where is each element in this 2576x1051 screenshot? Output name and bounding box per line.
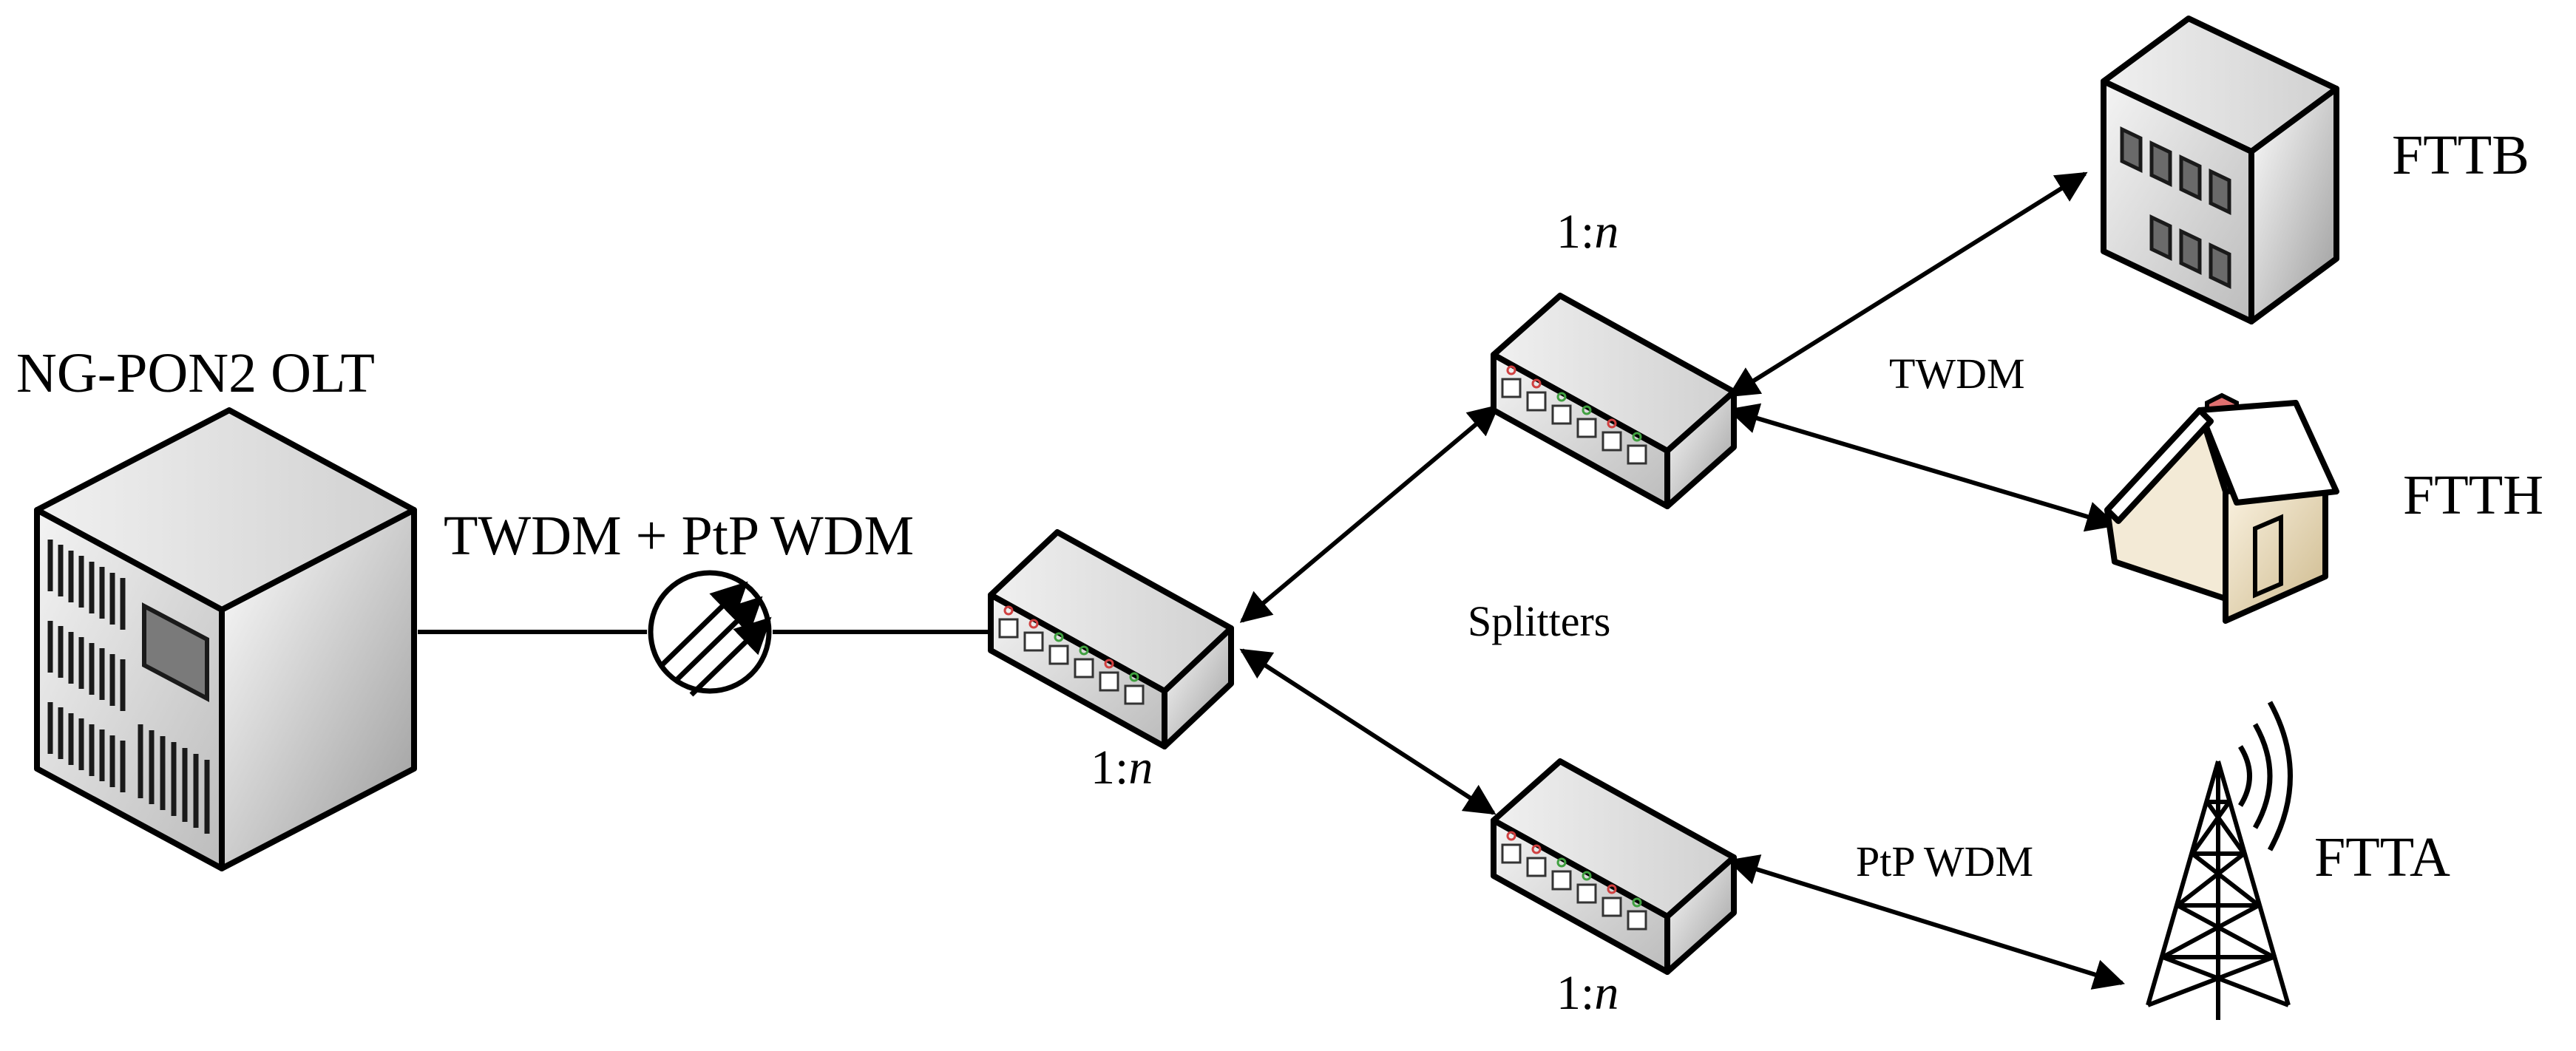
splitter2-to-building-link [1727,171,2088,398]
splitter-icon [1491,758,1737,975]
splitters-label: Splitters [1468,597,1610,645]
ftta-label: FTTA [2314,826,2450,888]
building-icon [2101,16,2339,324]
server-icon [34,407,417,871]
ftth-label: FTTH [2403,464,2543,526]
splitter1-to-splitter3-link [1239,648,1497,815]
ptp-wdm-label: PtP WDM [1856,837,2033,885]
ratio-label-center: 1:n [1091,741,1153,795]
splitter1-to-splitter2-link [1239,404,1500,623]
fttb-label: FTTB [2392,124,2529,186]
mux-label: TWDM + PtP WDM [444,505,914,567]
splitter-icon [1491,293,1737,509]
house-icon [2104,392,2339,624]
splitter-icon [988,529,1234,749]
ratio-label-top: 1:n [1556,205,1619,259]
wdm-mux-icon [648,570,772,697]
twdm-label: TWDM [1889,350,2025,398]
splitter3-to-tower-link [1726,854,2126,990]
olt-label: NG-PON2 OLT [16,342,375,404]
splitter2-to-house-link [1726,403,2118,532]
antenna-tower-icon [2146,701,2293,1020]
ratio-label-bottom: 1:n [1556,966,1619,1020]
